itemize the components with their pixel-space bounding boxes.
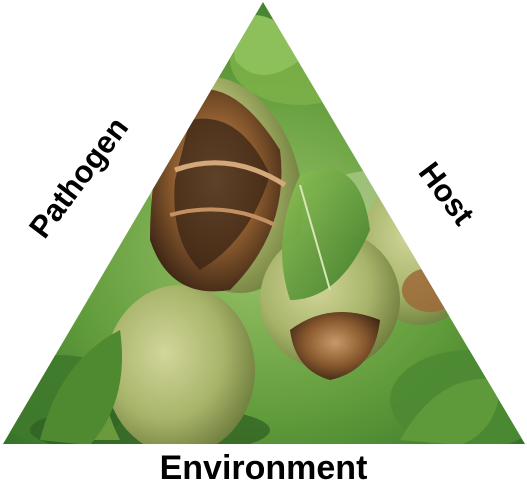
environment-label: Environment xyxy=(0,451,527,485)
photo-content xyxy=(0,0,527,455)
